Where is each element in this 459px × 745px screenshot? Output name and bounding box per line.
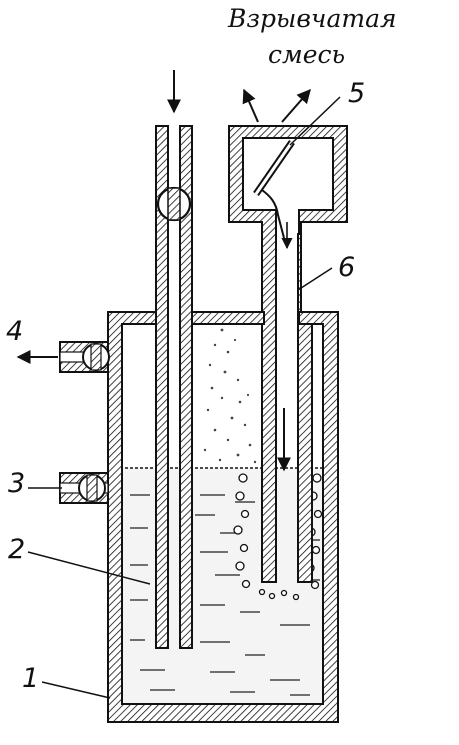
label-6: 6 (338, 252, 356, 283)
caption-line-1: Взрывчатая (228, 4, 397, 33)
caption-line-2: смесь (268, 40, 346, 69)
exhaust-arrow-left (242, 88, 259, 123)
label-4: 4 (6, 316, 24, 347)
side-tube-4 (59, 341, 110, 373)
vessel-lid (191, 311, 265, 325)
label-5: 5 (348, 78, 366, 109)
label-2: 2 (8, 534, 26, 565)
label-1: 1 (22, 663, 40, 694)
leader-6 (297, 267, 333, 291)
leader-5 (289, 96, 341, 146)
igniter (253, 140, 295, 239)
leader-1 (41, 681, 111, 699)
side-tube-3 (59, 472, 109, 504)
vapour-dots (203, 328, 257, 464)
exhaust-arrow-right (281, 88, 311, 123)
label-3: 3 (8, 468, 26, 499)
inlet-tube-right-wall (179, 125, 193, 649)
explosion-chamber (228, 125, 348, 583)
inlet-stopcock (156, 186, 192, 222)
leader-2 (27, 551, 151, 585)
inlet-tube-left-wall (155, 125, 169, 649)
